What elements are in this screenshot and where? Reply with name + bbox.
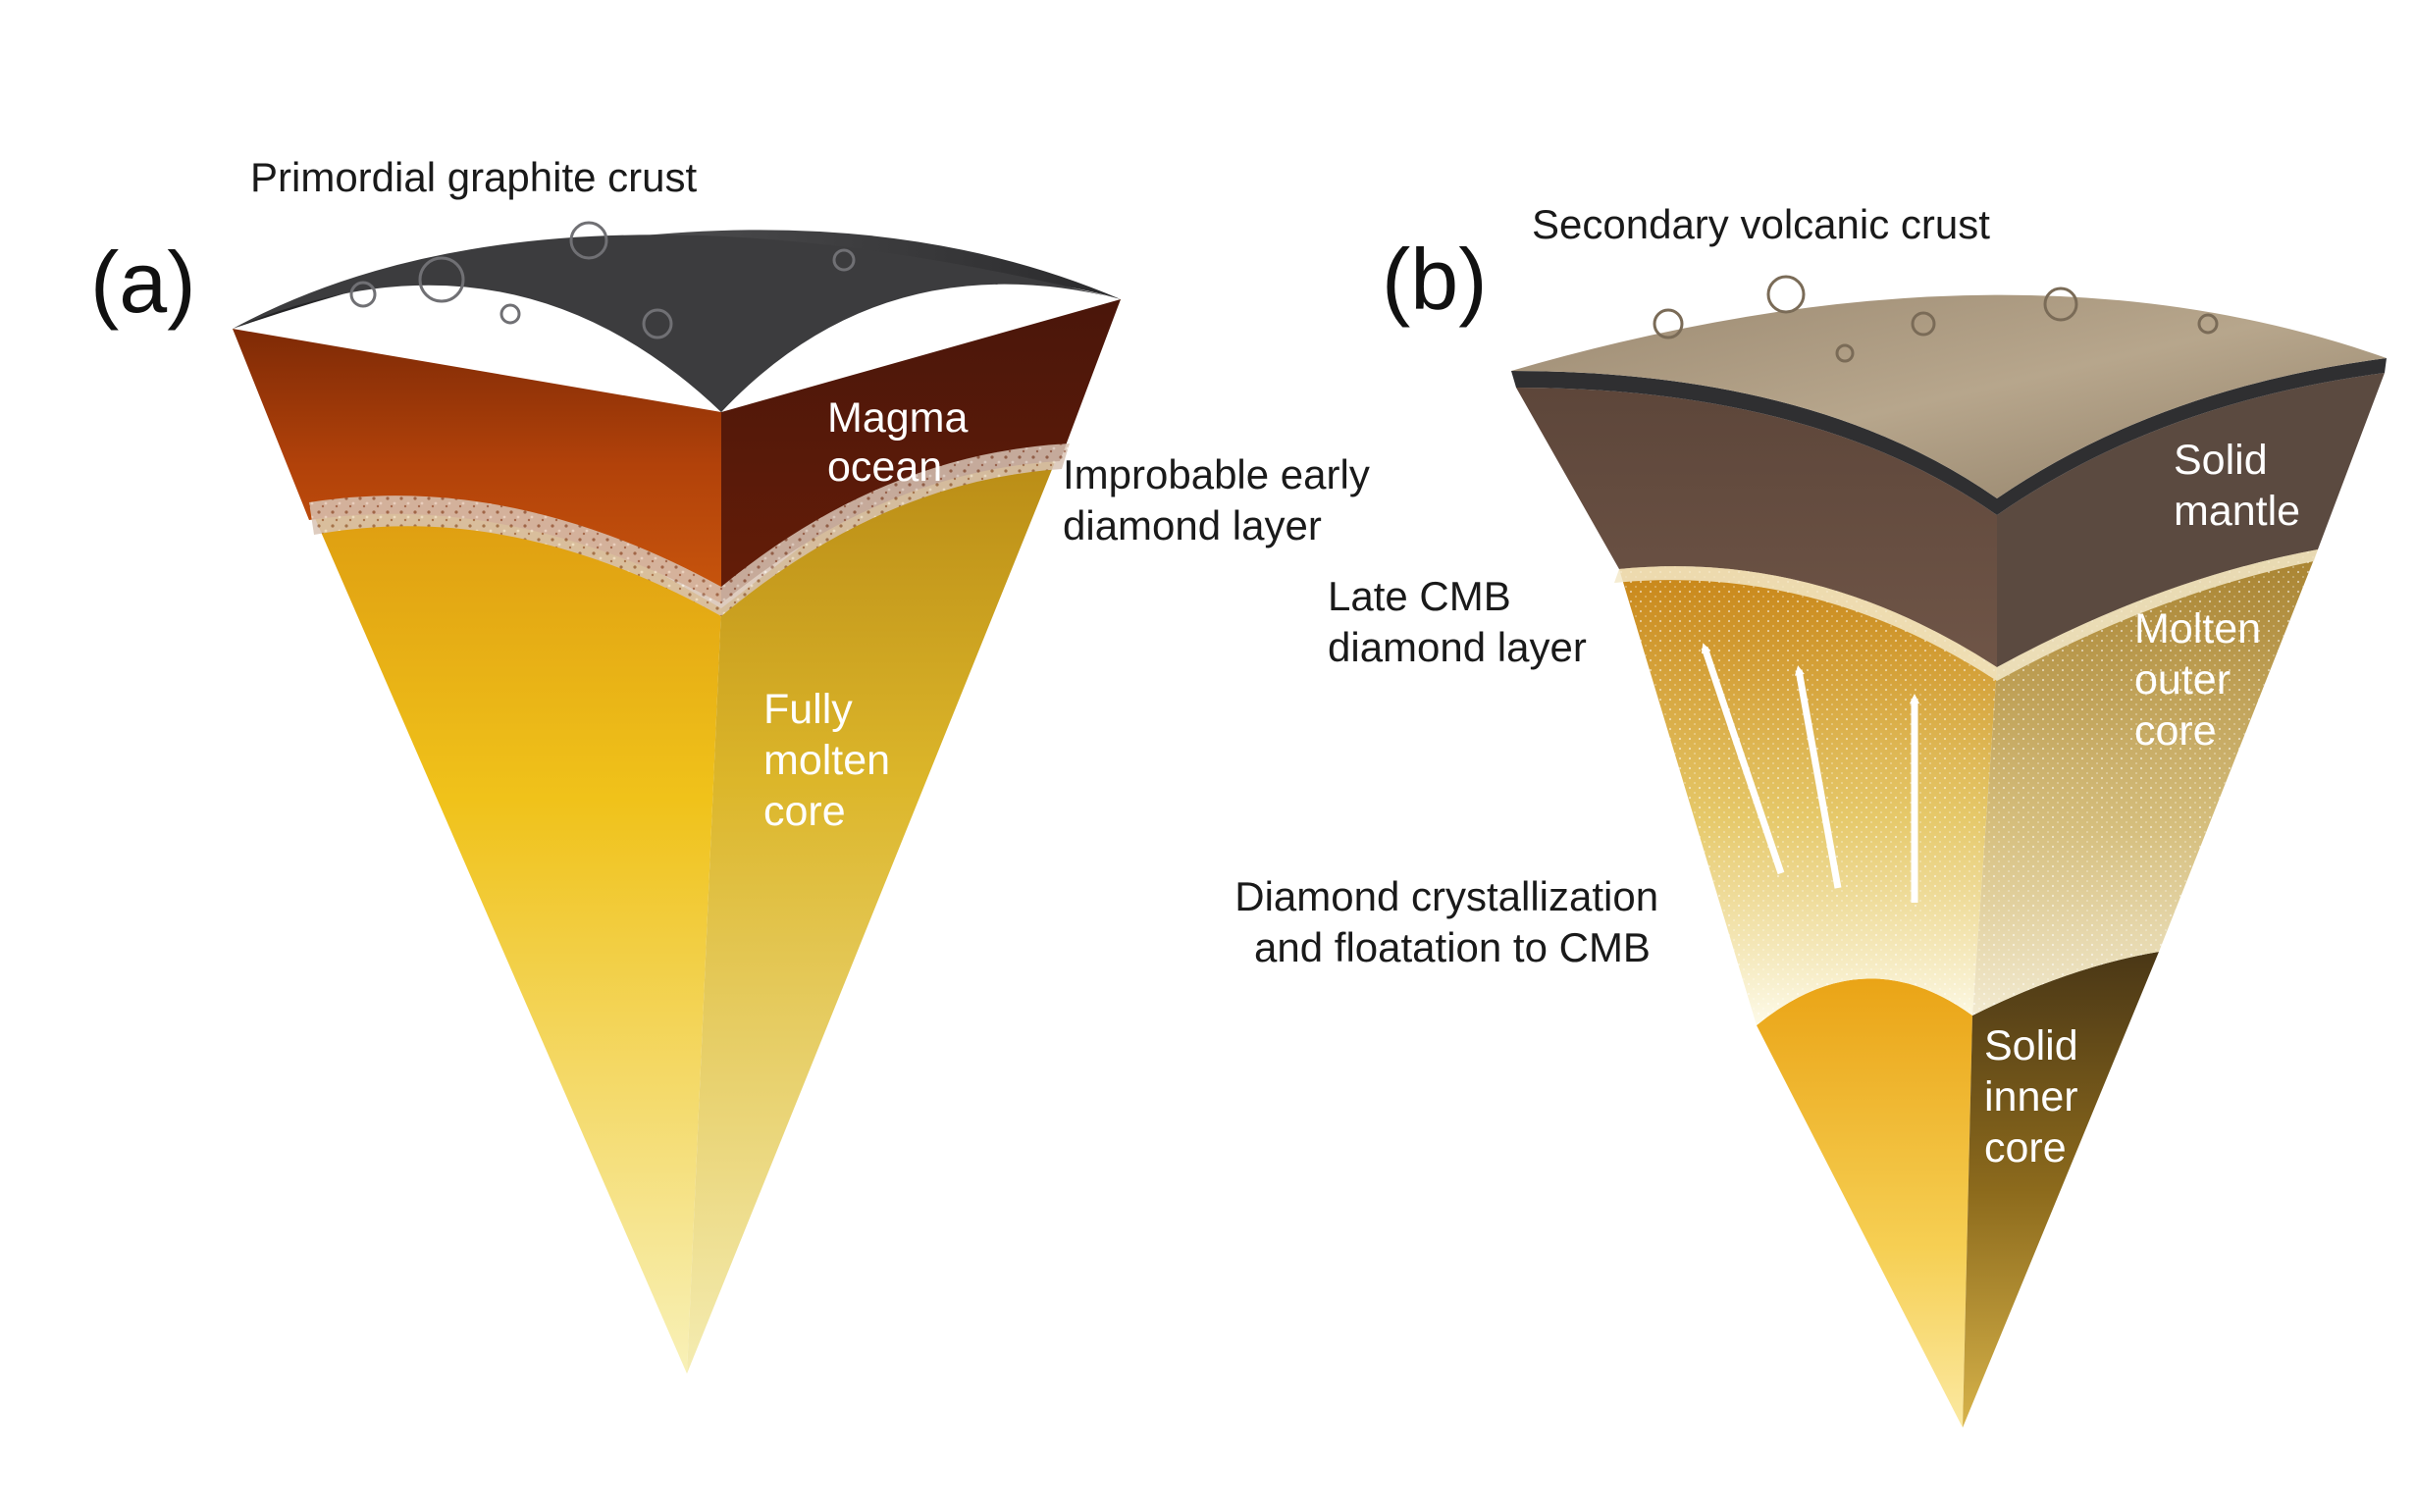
molten-core-label-line-3: core <box>763 788 846 835</box>
volcanic-crust-label: Secondary volcanic crust <box>1532 201 1990 247</box>
late-cmb-diamond-layer <box>1614 549 2318 681</box>
panel-b: (b) Secondary volcanic crust Solid mantl… <box>1234 201 2387 1428</box>
early-diamond-layer <box>309 443 1070 616</box>
molten-core-right-face <box>687 299 1121 1374</box>
magma-ocean-label-line-2: ocean <box>827 443 942 491</box>
outer-core-label-line-3: core <box>2134 707 2217 755</box>
crystallization-label-line-1: Diamond crystallization <box>1234 873 1658 919</box>
inner-core-left-face <box>1757 978 1972 1428</box>
volcanic-crater-marks <box>1653 275 2219 363</box>
inner-core-label: Solid inner core <box>1984 1022 2090 1172</box>
cmb-diamond-layer-label-line-2: diamond layer <box>1328 624 1587 670</box>
crystallization-label: Diamond crystallization and floatation t… <box>1234 873 1670 970</box>
panel-b-letter: (b) <box>1382 231 1488 328</box>
solid-mantle-right-face <box>1997 373 2385 667</box>
volcanic-crust-surface <box>1511 294 2387 498</box>
outer-core-right-grain <box>1972 549 2318 1016</box>
crater-marks <box>349 221 856 339</box>
solid-mantle-left-face <box>1516 388 1997 667</box>
magma-ocean-label: Magma ocean <box>827 394 979 491</box>
magma-ocean-label-line-1: Magma <box>827 394 968 442</box>
molten-core-label-line-1: Fully <box>763 686 853 733</box>
early-diamond-layer-label-line-2: diamond layer <box>1063 502 1322 548</box>
molten-core-left-face <box>233 329 721 1374</box>
inner-core-label-line-3: core <box>1984 1124 2067 1172</box>
outer-core-label: Molten outer core <box>2134 605 2273 755</box>
outer-core-label-line-2: outer <box>2134 656 2231 704</box>
crystallization-label-line-2: and floatation to CMB <box>1254 924 1651 970</box>
graphite-crust-label: Primordial graphite crust <box>250 154 698 200</box>
panel-a-letter: (a) <box>90 234 196 331</box>
panel-a: (a) Primordial graphite crust Magma ocea… <box>90 154 1382 1374</box>
outer-core-label-line-1: Molten <box>2134 605 2261 652</box>
early-diamond-layer-label-line-1: Improbable early <box>1063 451 1370 497</box>
floatation-arrow-2 <box>1794 665 1842 889</box>
solid-mantle-label-line-1: Solid <box>2174 437 2268 484</box>
cmb-diamond-layer-label: Late CMB diamond layer <box>1328 573 1587 670</box>
inner-core-label-line-1: Solid <box>1984 1022 2078 1069</box>
floatation-arrows <box>1701 643 1919 903</box>
cmb-diamond-layer-label-line-1: Late CMB <box>1328 573 1511 619</box>
solid-mantle-label-line-2: mantle <box>2174 488 2300 535</box>
inner-core-label-line-2: inner <box>1984 1073 2078 1121</box>
molten-core-label-line-2: molten <box>763 737 890 784</box>
early-diamond-layer-label: Improbable early diamond layer <box>1063 451 1382 548</box>
volcanic-crust-rim <box>1511 358 2387 515</box>
molten-core-label: Fully molten core <box>763 686 902 835</box>
solid-mantle-label: Solid mantle <box>2174 437 2300 535</box>
graphite-crust-surface <box>233 235 1121 412</box>
floatation-arrow-1 <box>1701 643 1785 875</box>
inner-core-right-face <box>1963 952 2159 1428</box>
